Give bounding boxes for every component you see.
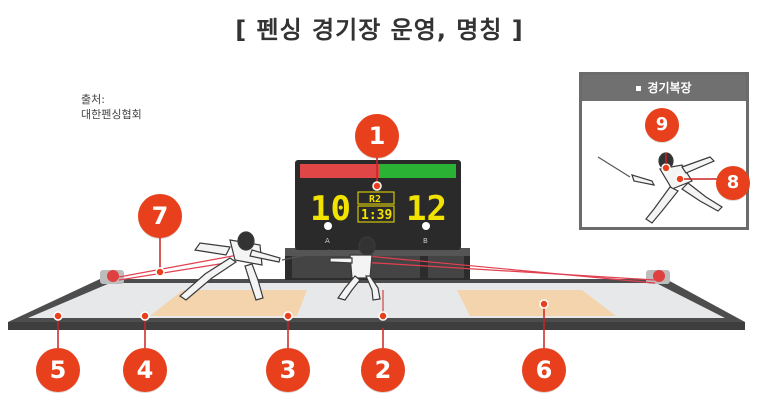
uniform-inset: 경기복장	[579, 72, 749, 230]
marker-4-badge: 4	[123, 348, 167, 392]
scoreboard: 10 12 R2 1:39 A B	[295, 160, 461, 250]
source-note: 출처: 대한펜싱협회	[81, 92, 142, 122]
source-label: 출처:	[81, 93, 105, 106]
marker-dots	[53, 181, 549, 321]
marker-3-badge: 3	[266, 348, 310, 392]
marker-7-badge: 7	[138, 194, 182, 238]
fencer-left	[179, 231, 331, 301]
source-name: 대한펜싱협회	[81, 108, 142, 121]
marker-6-badge: 6	[522, 348, 566, 392]
marker-5-badge: 5	[36, 348, 80, 392]
left-light	[300, 164, 379, 178]
marker-9-badge: 9	[645, 108, 679, 142]
right-light	[379, 164, 456, 178]
marker-8-badge: 8	[716, 166, 750, 200]
fencer-right	[329, 236, 381, 301]
reel-left	[100, 270, 124, 284]
body-wires	[118, 254, 656, 284]
inset-title: 경기복장	[647, 81, 692, 95]
inset-fencer	[597, 152, 723, 224]
side-b-label: B	[423, 237, 428, 245]
side-a-label: A	[325, 237, 330, 245]
marker-2-badge: 2	[361, 348, 405, 392]
marker-1-badge: 1	[355, 114, 399, 158]
page-title: [ 펜싱 경기장 운영, 명칭 ]	[235, 16, 524, 44]
zone-right	[457, 290, 616, 316]
reel-right	[646, 270, 670, 284]
scoreboard-stand	[285, 248, 470, 280]
score-a: 10	[310, 189, 351, 229]
inset-header: 경기복장	[582, 75, 746, 101]
round: R2	[369, 194, 381, 205]
timer: 1:39	[361, 208, 392, 223]
bullet-icon	[636, 86, 642, 91]
